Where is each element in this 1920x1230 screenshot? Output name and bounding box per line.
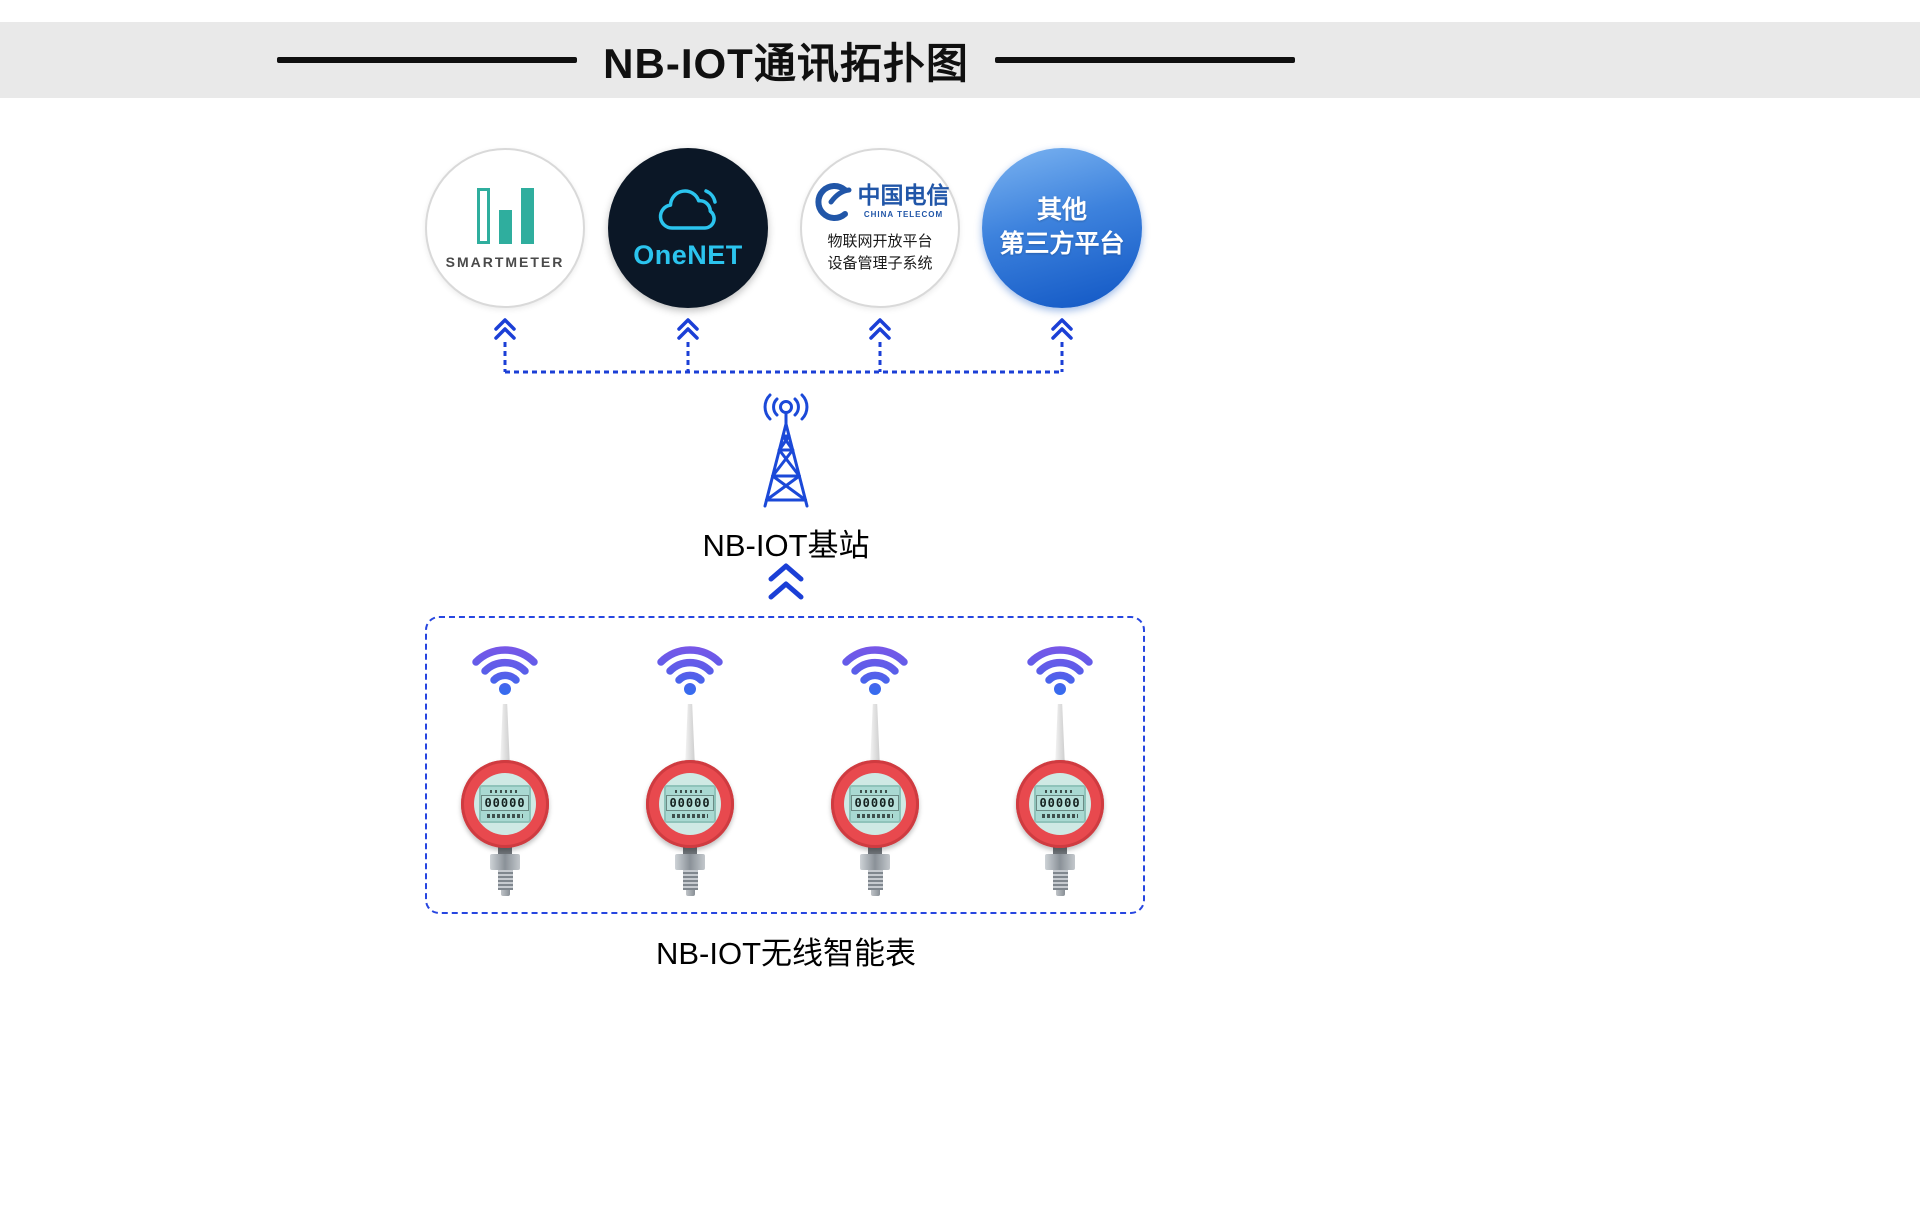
lcd-sub-row [672,814,708,818]
smartmeter-bar-mid [498,210,512,244]
wifi-signal-icon [842,646,908,695]
smart-meter-device: 00000 [615,638,765,896]
header-banner: NB-IOT通讯拓扑图 [0,22,1920,98]
header-rule-right [994,57,1295,63]
wifi-signal-icon [657,646,723,695]
stem-tip [870,890,880,896]
gauge-face: 00000 [844,773,906,835]
antenna [685,704,695,768]
lcd-reading: 00000 [481,795,529,811]
wifi-signal-icon [1027,646,1093,695]
lcd-reading: 00000 [1036,795,1084,811]
lcd-status-row [1045,790,1075,793]
stem-neck [683,847,697,854]
lcd-reading: 00000 [851,795,899,811]
header-inner: NB-IOT通讯拓扑图 [0,22,1572,98]
china-telecom-names: 中国电信 CHINA TELECOM [857,182,950,220]
antenna [870,704,880,768]
gauge-face: 00000 [1029,773,1091,835]
smart-meter-device: 00000 [800,638,950,896]
smartmeter-bar-tall [520,188,534,244]
lcd-status-row [675,790,705,793]
lcd-display: 00000 [849,785,901,823]
china-telecom-logo-icon [814,182,851,221]
third-party-line1: 其他 [1036,196,1087,225]
sensor-stem [860,847,890,896]
platform-china-telecom: 中国电信 CHINA TELECOM 物联网开放平台 设备管理子系统 [800,148,960,308]
pressure-gauge: 00000 [831,760,919,848]
sensor-stem [1045,847,1075,896]
stem-thread [867,870,883,890]
stem-hex-nut [1045,854,1075,870]
pressure-gauge: 00000 [461,760,549,848]
wifi-signal-icon [472,646,538,695]
china-telecom-name-en: CHINA TELECOM [863,210,944,219]
gauge-face: 00000 [474,773,536,835]
uplink-connector-lines [494,318,1073,374]
platform-third-party: 其他 第三方平台 [982,148,1142,308]
china-telecom-logo-row: 中国电信 CHINA TELECOM [811,181,950,223]
pressure-gauge: 00000 [646,760,734,848]
china-telecom-line2: 设备管理子系统 [827,255,933,272]
smart-meter-device: 00000 [985,638,1135,896]
stem-hex-nut [490,854,520,870]
lcd-status-row [860,790,890,793]
cell-tower-icon [763,393,809,508]
smart-meter-device: 00000 [430,638,580,896]
stem-thread [682,870,698,890]
sensor-stem [675,847,705,896]
lcd-sub-row [1042,814,1078,818]
antenna [500,704,510,768]
china-telecom-line1: 物联网开放平台 [827,232,933,250]
stem-tip [500,890,510,896]
page-title: NB-IOT通讯拓扑图 [603,39,969,87]
platform-smartmeter: SMARTMETER [425,148,585,308]
stem-hex-nut [860,854,890,870]
sensor-stem [490,847,520,896]
onenet-label: OneNET [633,239,743,270]
stem-hex-nut [675,854,705,870]
header-rule-left [277,57,578,63]
antenna [1055,704,1065,768]
lcd-status-row [490,790,520,793]
smartmeter-logo-icon [476,186,534,244]
lcd-display: 00000 [664,785,716,823]
platform-onenet: OneNET [608,148,768,308]
stem-thread [1052,870,1068,890]
stem-tip [1055,890,1065,896]
uplink-arrow-icon [768,563,804,600]
stem-neck [868,847,882,854]
stem-neck [498,847,512,854]
base-station-label: NB-IOT基站 [702,528,870,563]
smartmeter-bar-outline [476,188,490,244]
gauge-face: 00000 [659,773,721,835]
smartmeter-label: SMARTMETER [445,254,565,270]
lcd-display: 00000 [479,785,531,823]
device-group-label: NB-IOT无线智能表 [655,936,917,971]
lcd-reading: 00000 [666,795,714,811]
china-telecom-name: 中国电信 [857,182,950,208]
stem-neck [1053,847,1067,854]
device-group-box [425,616,1145,914]
third-party-line2: 第三方平台 [999,230,1125,258]
lcd-sub-row [487,814,523,818]
lcd-sub-row [857,814,893,818]
lcd-display: 00000 [1034,785,1086,823]
pressure-gauge: 00000 [1016,760,1104,848]
onenet-cloud-icon [658,188,717,230]
stem-tip [685,890,695,896]
stem-thread [497,870,513,890]
